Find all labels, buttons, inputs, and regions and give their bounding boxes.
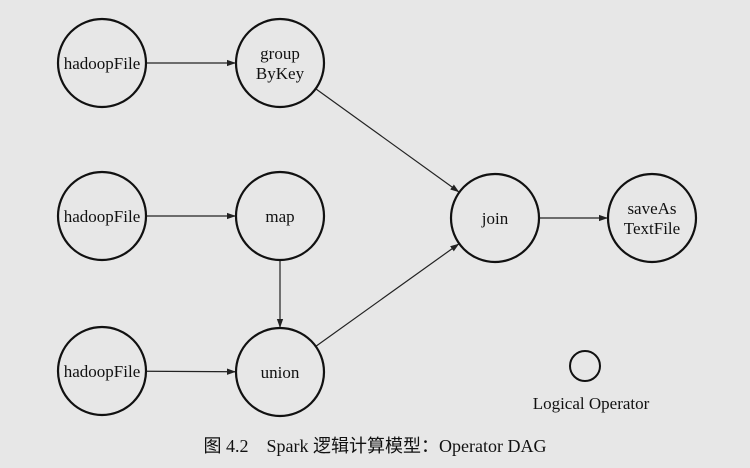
edge-union-to-join [315,243,460,347]
node-circle [234,17,326,109]
node-circle [606,172,698,264]
node-union: union [234,326,326,418]
legend-circle-icon [569,350,601,382]
nodes-layer: hadoopFile hadoopFile hadoopFile groupByKey… [56,17,698,418]
node-circle [234,326,326,418]
node-circle [449,172,541,264]
node-hf1: hadoopFile [56,17,148,109]
node-map: map [234,170,326,262]
legend: Logical Operator [533,350,650,413]
legend-label: Logical Operator [533,394,650,413]
node-label: ByKey [256,64,305,83]
edges-layer [145,59,608,375]
node-label: saveAs [627,199,676,218]
node-circle [234,170,326,262]
node-label: TextFile [624,219,680,238]
figure-caption: 图 4.2 Spark 逻辑计算模型：Operator DAG [204,436,547,456]
node-hf3: hadoopFile [56,325,148,417]
node-circle [56,325,148,417]
node-label: union [261,363,300,382]
node-label: hadoopFile [64,207,141,226]
node-circle [56,170,148,262]
node-label: map [265,207,294,226]
node-join: join [449,172,541,264]
node-label: join [481,209,509,228]
node-hf2: hadoopFile [56,170,148,262]
node-circle [56,17,148,109]
edge-groupByKey-to-join [315,88,460,193]
node-label: group [260,44,300,63]
node-label: hadoopFile [64,54,141,73]
edge-hf3-to-union [145,368,237,375]
node-label: hadoopFile [64,362,141,381]
